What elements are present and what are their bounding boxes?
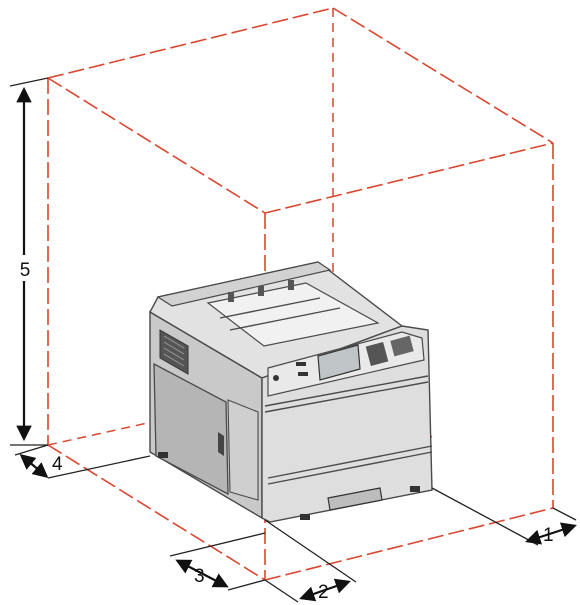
- dimension-4-label: 4: [52, 454, 63, 475]
- printer-illustration: [149, 261, 433, 523]
- dimension-5: 5: [9, 77, 49, 446]
- dimension-3: 3: [169, 532, 266, 591]
- dimension-2: 2: [264, 519, 357, 603]
- dimension-5-label: 5: [20, 260, 31, 281]
- clearance-box-front-edges: [47, 7, 554, 581]
- dimension-4: 4: [14, 444, 151, 479]
- dimension-1-label: 1: [543, 525, 554, 546]
- dimension-2-label: 2: [318, 582, 329, 603]
- dimension-5-label-bg: [16, 255, 34, 281]
- dimension-3-label: 3: [194, 566, 205, 587]
- dimension-1: 1: [431, 487, 577, 546]
